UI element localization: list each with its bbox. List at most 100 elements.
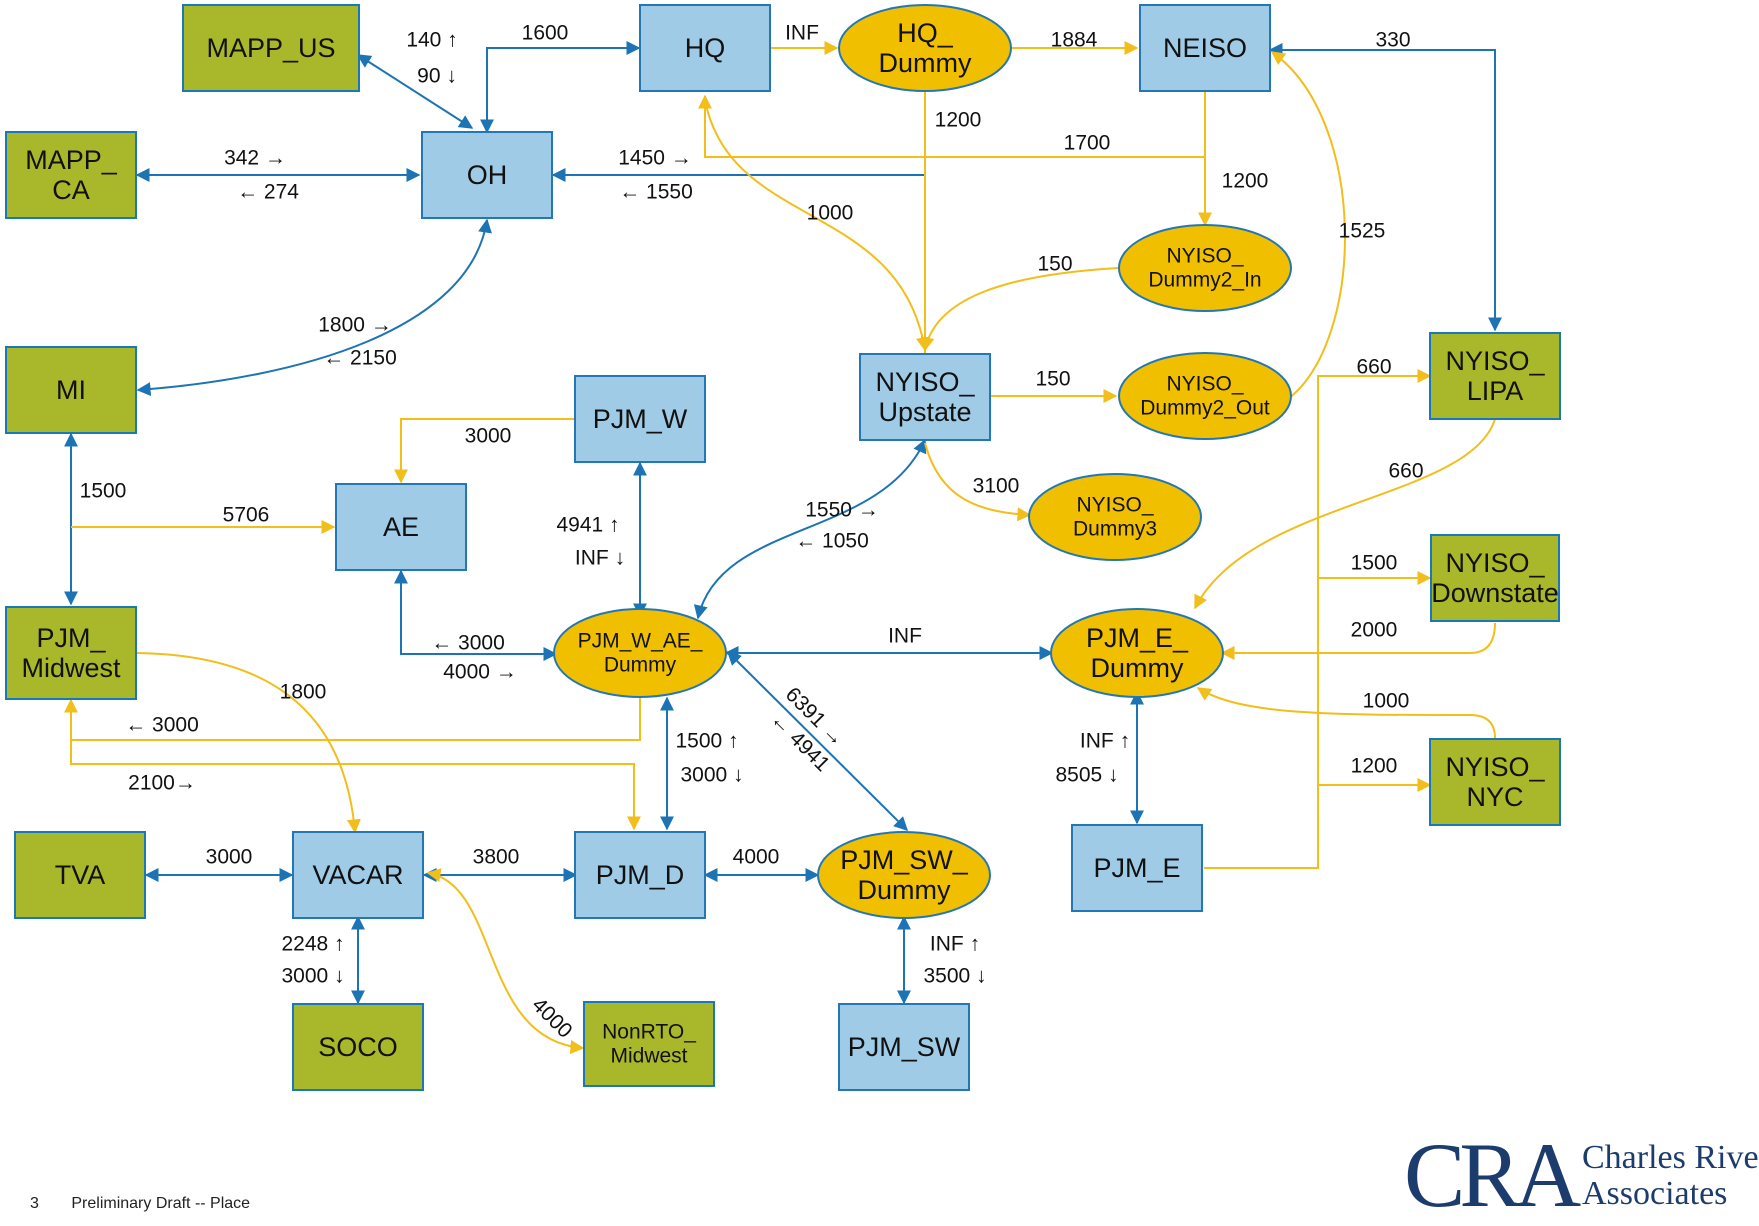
edge-label-midwest-pjmd: 2100→ <box>128 772 196 795</box>
edge-label-out-neiso: 1525 <box>1339 220 1386 243</box>
edge-label-soco-down: 3000 ↓ <box>281 965 344 988</box>
edge-label-ae-wae-left: ← 3000 <box>431 632 505 655</box>
edge-label-oh-hq: 1600 <box>522 22 569 45</box>
node-pjm-sw: PJM_SW <box>838 1003 970 1091</box>
node-label: MAPP_US <box>206 33 335 63</box>
edge-label-neiso-hq: 1700 <box>1064 132 1111 155</box>
node-nyiso-nyc: NYISO_NYC <box>1429 738 1561 826</box>
node-label: PJM_W_AE_ <box>578 630 703 653</box>
node-shape <box>1071 824 1203 912</box>
node-shape <box>292 1003 424 1091</box>
node-label: Dummy <box>604 654 677 677</box>
node-shape <box>5 606 137 700</box>
edge-upstate-dummy3 <box>924 442 1032 522</box>
node-label: PJM_ <box>36 623 106 653</box>
edge-label-nyc-pjmed: 1000 <box>1363 690 1410 713</box>
edge-label-hqdummy-down: 1200 <box>935 109 982 132</box>
edge-label-neiso-lipa: 330 <box>1375 29 1410 52</box>
node-ae: AE <box>335 483 467 571</box>
node-label: NYISO_ <box>875 367 975 397</box>
node-label: Upstate <box>878 397 971 427</box>
node-nyiso-dummy3: NYISO_Dummy3 <box>1028 473 1202 561</box>
edge-wae-swdummy <box>727 651 908 831</box>
node-pjm-w-ae-dummy: PJM_W_AE_Dummy <box>553 608 727 698</box>
edge-label-mappus-down: 90 ↓ <box>417 65 457 88</box>
edge-label-pjmmidwest-vacar: 1800 <box>280 681 327 704</box>
node-pjm-e: PJM_E <box>1071 824 1203 912</box>
edge-oh-hq <box>480 41 641 134</box>
node-pjm-e-dummy: PJM_E_Dummy <box>1050 608 1224 698</box>
node-nyiso-lipa: NYISO_LIPA <box>1429 332 1561 420</box>
edge-dummy2in-upstate <box>920 267 1119 352</box>
edge-label-pjmw-ae: 3000 <box>465 425 512 448</box>
node-label: SOCO <box>318 1032 398 1062</box>
node-shape <box>1050 608 1224 698</box>
node-shape <box>574 375 706 463</box>
node-shape <box>14 831 146 919</box>
node-shape <box>838 4 1012 92</box>
node-label: NEISO <box>1163 33 1247 63</box>
node-label: Dummy2_In <box>1148 269 1261 292</box>
edge-label-mappca-right: 342 → <box>224 147 286 170</box>
node-label: VACAR <box>312 860 403 890</box>
edge-label-vacar-nonrto: 4000 <box>527 993 576 1042</box>
edge-pjme-bus <box>1204 369 1432 869</box>
node-label: Dummy <box>1091 653 1184 683</box>
edge-label-pjme-up: INF ↑ <box>1080 730 1130 753</box>
node-shape <box>553 608 727 698</box>
node-label: MI <box>56 375 86 405</box>
edge-label-in-upstate: 150 <box>1037 253 1072 276</box>
node-mapp-us: MAPP_US <box>182 4 360 92</box>
edge-label-downstate-out: 2000 <box>1351 619 1398 642</box>
node-label: Downstate <box>1431 578 1559 608</box>
edge-label-pjmd-down: 3000 ↓ <box>680 764 743 787</box>
node-nyiso-upstate: NYISO_Upstate <box>859 353 991 441</box>
footer-text: Preliminary Draft -- Place <box>71 1195 251 1212</box>
node-label: NYISO_ <box>1445 346 1545 376</box>
edge-upstate-wae <box>693 438 927 620</box>
node-shape <box>583 1001 715 1087</box>
edge-label-upstate-wae-left: ← 1050 <box>795 530 869 553</box>
node-label: NYISO_ <box>1076 494 1153 517</box>
edge-label-pjmw-down: INF ↓ <box>575 547 625 570</box>
node-pjm-d: PJM_D <box>574 831 706 919</box>
node-label: HQ <box>685 33 726 63</box>
node-shape <box>1429 738 1561 826</box>
edge-label-downstate-in: 1500 <box>1351 552 1398 575</box>
node-vacar: VACAR <box>292 831 424 919</box>
edge-nyc-pjmedummy <box>1196 687 1496 739</box>
node-nyiso-downstate: NYISO_Downstate <box>1430 534 1560 622</box>
node-shape <box>1430 534 1560 622</box>
node-oh: OH <box>421 131 553 219</box>
edge-upstate-oh <box>551 168 926 353</box>
node-neiso: NEISO <box>1139 4 1271 92</box>
node-mi: MI <box>5 346 137 434</box>
edge-label-sw-down: 3500 ↓ <box>923 965 986 988</box>
node-label: PJM_E_ <box>1086 623 1189 653</box>
node-nyiso-dummy2-in: NYISO_Dummy2_In <box>1118 224 1292 312</box>
node-label: Midwest <box>21 653 121 683</box>
node-label: OH <box>467 160 508 190</box>
node-shape <box>1118 352 1292 440</box>
node-shape <box>1028 473 1202 561</box>
edge-label-mappca-left: ← 274 <box>237 181 299 204</box>
node-hq-dummy: HQ_Dummy <box>838 4 1012 92</box>
edge-lipa-pjmedummy <box>1194 418 1496 610</box>
node-pjm-sw-dummy: PJM_SW_Dummy <box>817 831 991 919</box>
edge-label-mi-pjmmidwest: 1500 <box>80 480 127 503</box>
edge-label-ae-wae-right: 4000 → <box>443 661 517 684</box>
node-label: HQ_ <box>897 18 954 48</box>
node-label: NYISO_ <box>1166 245 1243 268</box>
edge-oh-mi <box>136 218 492 397</box>
edge-label-hq-upstate: 1000 <box>807 202 854 225</box>
edge-pjmmidwest-vacar <box>136 652 361 834</box>
edge-label-upstate-out: 150 <box>1035 368 1070 391</box>
edge-label-upstate-oh-left: ← 1550 <box>619 181 693 204</box>
node-pjm-midwest: PJM_Midwest <box>5 606 137 700</box>
edge-label-neiso-in: 1200 <box>1222 170 1269 193</box>
node-label: NYC <box>1466 782 1523 812</box>
node-shape <box>859 353 991 441</box>
node-shape <box>292 831 424 919</box>
